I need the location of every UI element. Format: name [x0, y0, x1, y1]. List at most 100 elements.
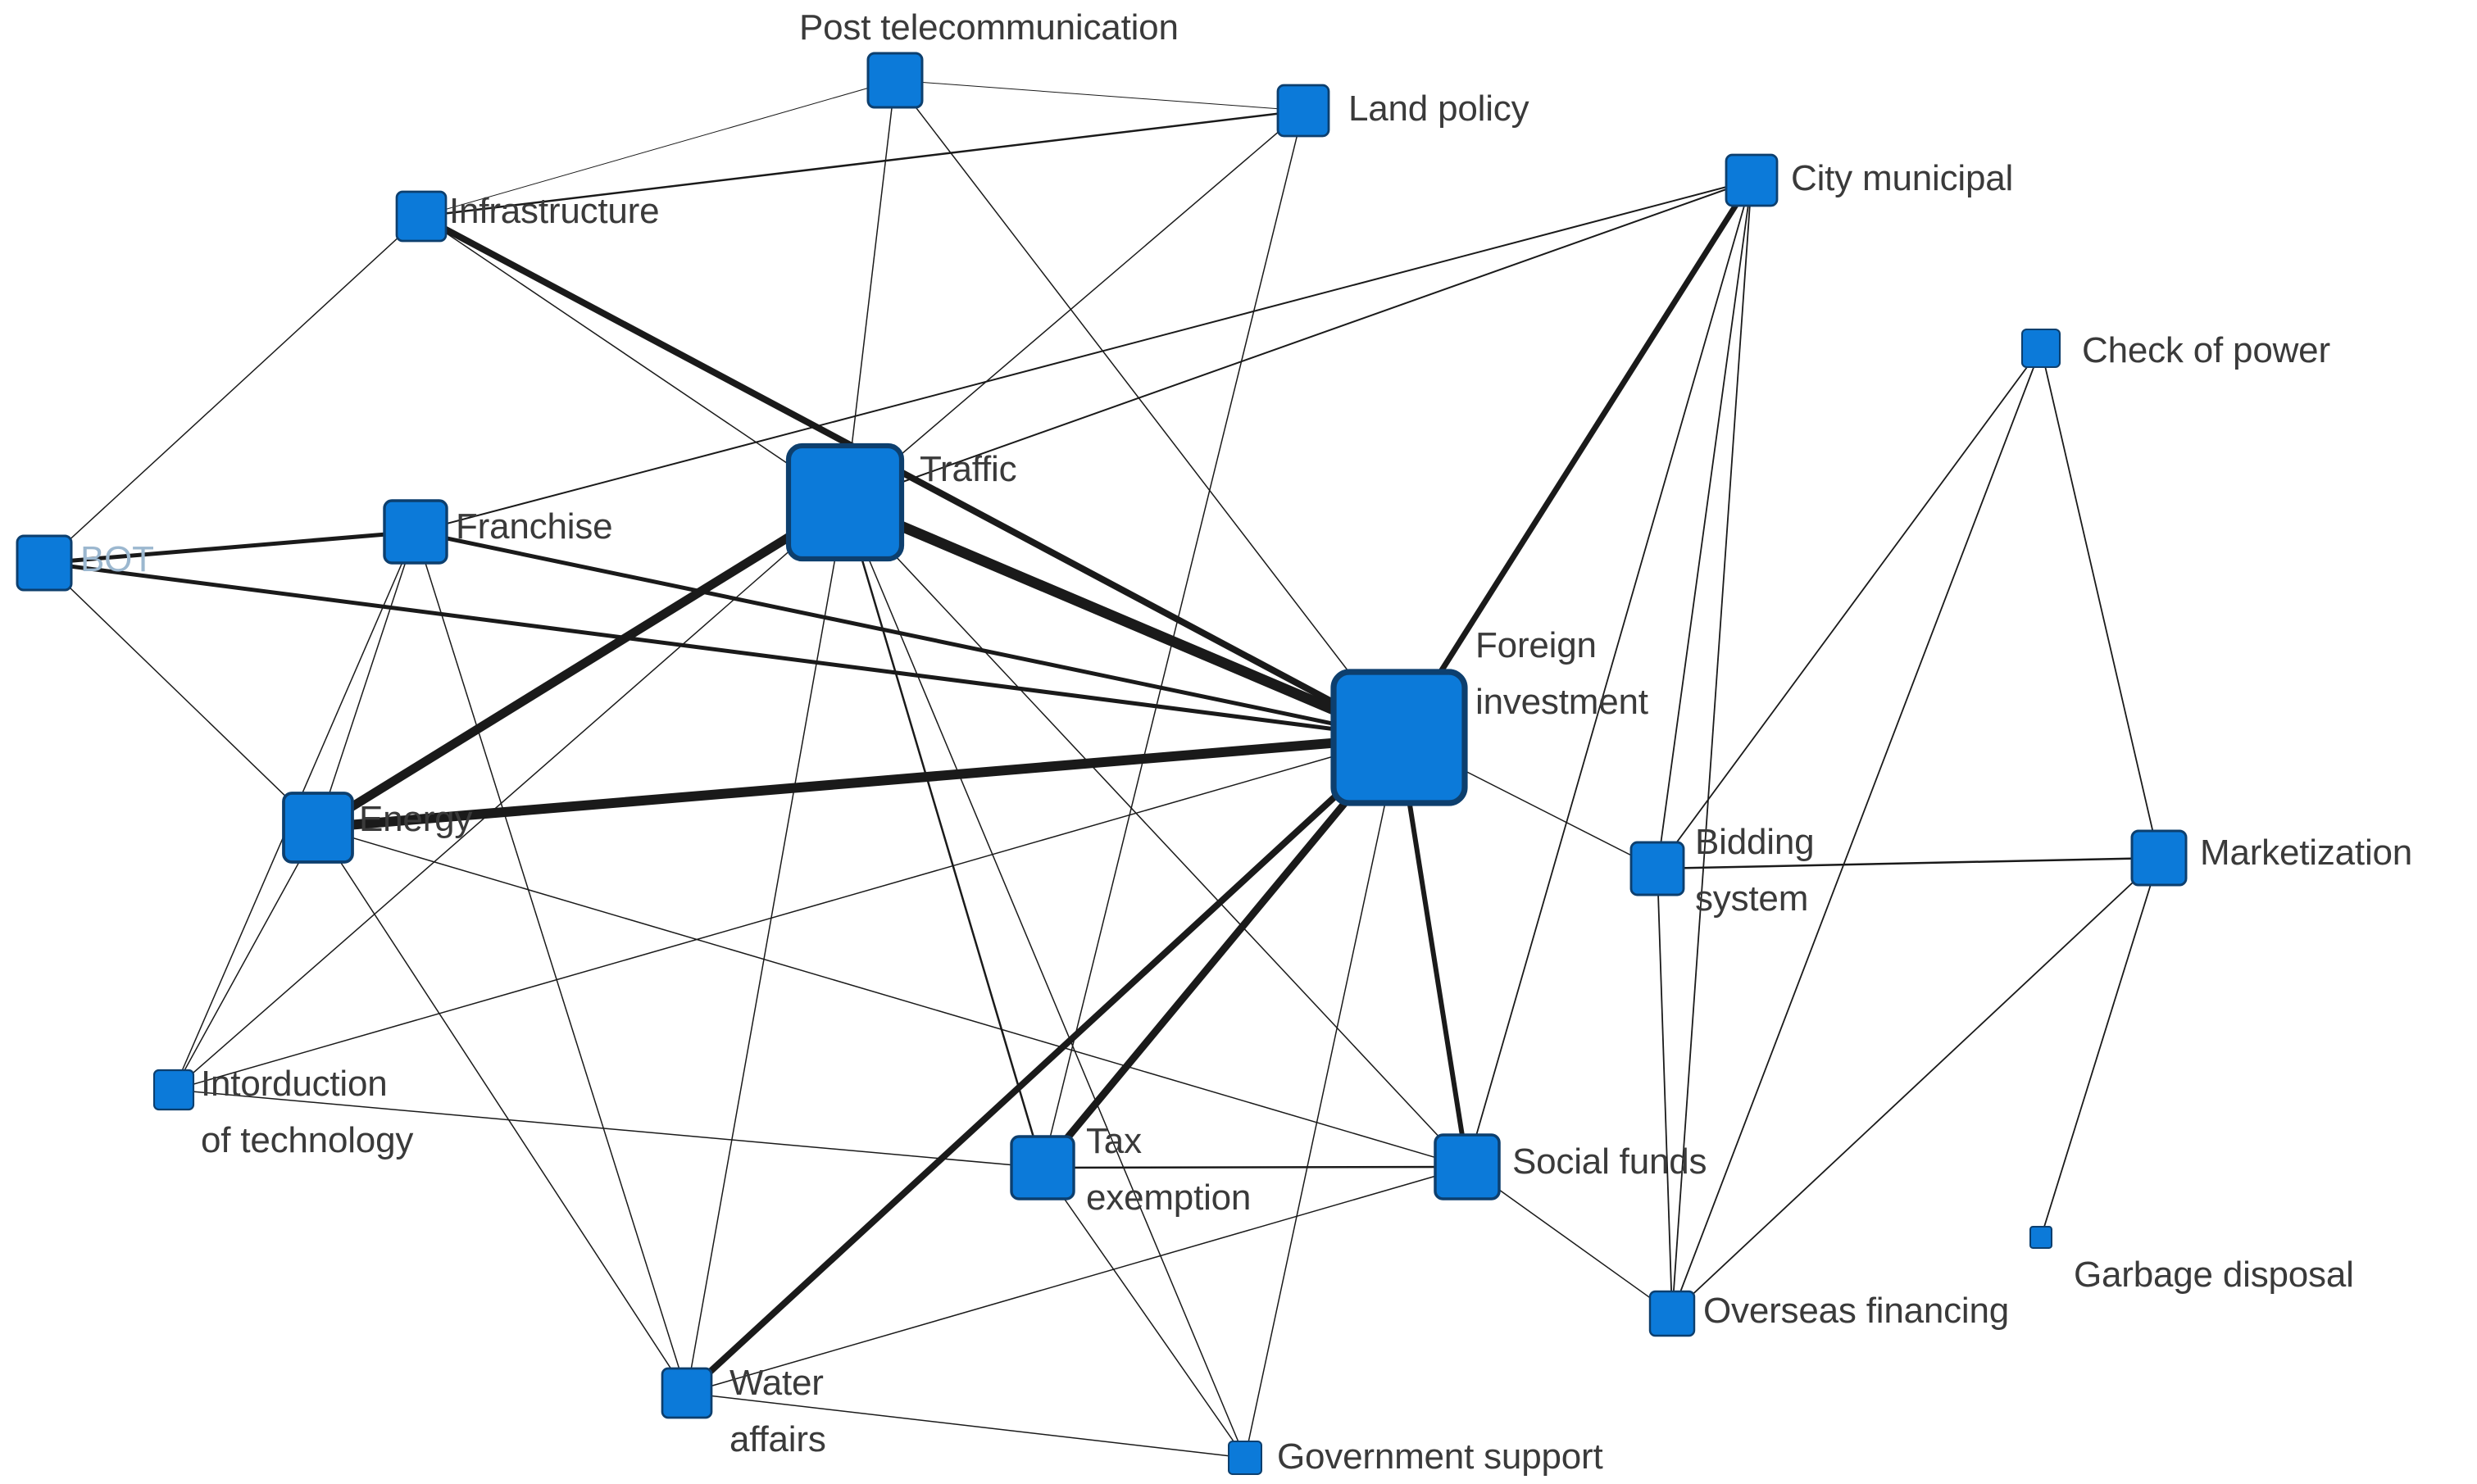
edge: [686, 501, 846, 1394]
edge: [1657, 868, 1673, 1314]
node-label-city_municipal: City municipal: [1791, 156, 2013, 201]
node-label-energy: Energy: [359, 796, 472, 842]
edge-layer: [43, 79, 2160, 1459]
edge: [684, 735, 1402, 1396]
edge: [415, 179, 1752, 533]
node-label-traffic: Traffic: [920, 447, 1017, 492]
edge: [843, 497, 1402, 742]
edge: [844, 110, 1304, 503]
graph-node-water_affairs[interactable]: [661, 1367, 713, 1419]
graph-node-franchise[interactable]: [383, 499, 448, 565]
edge: [415, 529, 1400, 740]
node-label-bot: BOT: [80, 537, 154, 582]
edge: [317, 827, 1468, 1168]
node-label-line: Check of power: [2082, 330, 2330, 370]
node-label-line: Overseas financing: [1703, 1291, 2010, 1331]
edge: [43, 529, 416, 565]
node-label-line: Garbage disposal: [2074, 1255, 2354, 1295]
node-label-garbage: Garbage disposal: [2074, 1252, 2354, 1297]
edge: [420, 79, 896, 217]
edge: [894, 79, 1400, 738]
edge: [316, 498, 848, 832]
graph-node-bot[interactable]: [16, 534, 73, 592]
edge: [173, 501, 846, 1091]
node-label-line: Post telecommunication: [799, 7, 1179, 48]
node-label-line: Tax: [1086, 1121, 1142, 1161]
node-label-line: exemption: [1086, 1178, 1252, 1218]
edge: [1466, 1166, 1673, 1314]
edge: [1397, 179, 1754, 739]
node-label-line: Government support: [1277, 1436, 1603, 1477]
edge: [844, 79, 896, 503]
graph-node-check_power[interactable]: [2020, 328, 2061, 369]
node-label-line: investment: [1475, 682, 1648, 722]
node-label-line: of technology: [201, 1120, 414, 1160]
node-label-line: Social funds: [1512, 1141, 1707, 1182]
edge: [1397, 737, 1470, 1168]
graph-node-traffic[interactable]: [785, 442, 905, 562]
graph-node-energy[interactable]: [282, 792, 354, 864]
graph-node-post_telecom[interactable]: [866, 52, 924, 109]
node-label-line: affairs: [729, 1419, 826, 1459]
node-label-check_power: Check of power: [2082, 328, 2330, 373]
edge: [894, 79, 1304, 111]
graph-node-intro_tech[interactable]: [152, 1069, 195, 1111]
edge: [415, 531, 688, 1394]
edge: [1042, 1165, 1468, 1169]
edge: [420, 213, 1401, 741]
graph-node-marketization[interactable]: [2130, 829, 2188, 887]
node-label-land_policy: Land policy: [1348, 86, 1529, 131]
node-label-post_telecom: Post telecommunication: [799, 5, 1179, 50]
node-label-intro_tech: Intorduction of technology: [201, 1061, 413, 1163]
edge: [173, 827, 319, 1091]
node-label-line: Marketization: [2200, 833, 2413, 873]
edge: [1657, 347, 2042, 869]
edge: [1671, 179, 1752, 1314]
edge: [1671, 857, 2160, 1314]
node-label-overseas_fin: Overseas financing: [1703, 1288, 2009, 1333]
graph-node-garbage[interactable]: [2029, 1226, 2052, 1249]
node-label-gov_support: Government support: [1277, 1434, 1603, 1479]
graph-node-overseas_fin[interactable]: [1648, 1290, 1696, 1337]
node-label-line: Bidding: [1695, 822, 1815, 862]
node-label-line: City municipal: [1791, 158, 2014, 198]
graph-node-gov_support[interactable]: [1228, 1441, 1262, 1475]
graph-node-land_policy[interactable]: [1276, 84, 1330, 138]
node-label-tax_exempt: Tax exemption: [1086, 1119, 1251, 1220]
edge: [420, 216, 846, 503]
edge: [686, 1166, 1468, 1394]
graph-node-tax_exempt[interactable]: [1010, 1135, 1075, 1200]
node-label-water_affairs: Water affairs: [729, 1360, 826, 1462]
edge: [43, 216, 422, 564]
node-label-line: Energy: [359, 799, 473, 839]
edge: [420, 109, 1304, 218]
node-label-marketization: Marketization: [2200, 830, 2412, 875]
node-label-line: Foreign: [1475, 625, 1597, 665]
edge: [43, 560, 1400, 740]
edge: [844, 179, 1752, 503]
node-label-infrastructure: Infrastructure: [449, 188, 660, 234]
graph-node-city_municipal[interactable]: [1725, 153, 1779, 207]
edge: [1466, 179, 1752, 1168]
edge: [686, 1392, 1246, 1459]
graph-node-infrastructure[interactable]: [395, 190, 448, 243]
edge: [1039, 735, 1402, 1170]
edge: [43, 562, 319, 828]
node-label-line: Water: [729, 1363, 824, 1403]
edge: [2040, 857, 2160, 1238]
edge: [317, 733, 1400, 833]
node-label-line: Intorduction: [201, 1064, 388, 1104]
edge: [173, 1089, 1043, 1169]
node-label-line: Land policy: [1348, 88, 1529, 129]
edge: [317, 531, 416, 828]
edge: [1042, 1167, 1246, 1459]
edge: [844, 501, 1468, 1168]
graph-node-foreign_inv[interactable]: [1330, 669, 1468, 806]
node-layer: [16, 52, 2188, 1475]
edge: [843, 501, 1044, 1169]
node-label-line: Franchise: [456, 506, 613, 547]
graph-node-bidding[interactable]: [1629, 841, 1685, 896]
graph-node-social_funds[interactable]: [1434, 1133, 1501, 1200]
